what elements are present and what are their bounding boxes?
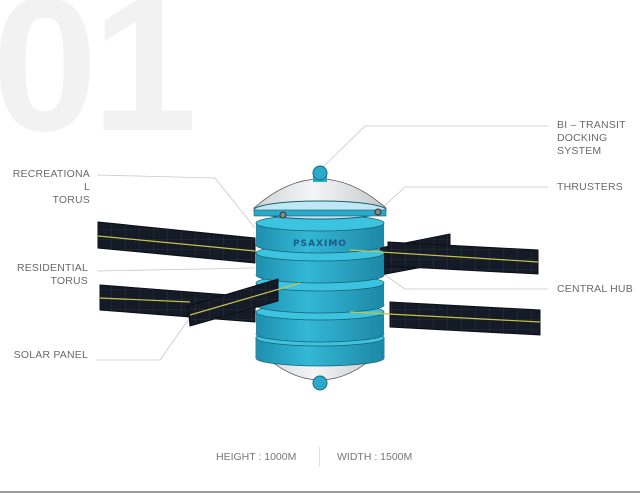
docking-port-top [312, 165, 328, 181]
label-line: TORUS [52, 194, 90, 206]
label-central-hub: CENTRAL HUB [557, 283, 633, 295]
docking-port-bottom [312, 375, 328, 391]
label-recreational-torus: RECREATIONA L TORUS [0, 168, 90, 207]
label-line: DOCKING [557, 132, 608, 144]
slide-number: 01 [0, 0, 197, 171]
bottom-rule [0, 491, 640, 493]
thruster-icon [279, 211, 287, 219]
label-line: RECREATIONA [12, 168, 90, 180]
thruster-icon [374, 208, 382, 216]
label-residential-torus: RESIDENTIAL TORUS [0, 262, 88, 288]
divider [319, 447, 320, 467]
solar-panel [97, 221, 256, 264]
leader-lines [96, 125, 548, 361]
solar-panel [387, 241, 539, 275]
label-line: SYSTEM [557, 145, 602, 157]
width-dimension: WIDTH : 1500M [337, 451, 413, 463]
brand-label: PSAXIMO [293, 239, 347, 249]
central-hub [255, 209, 385, 367]
recreational-torus [255, 214, 385, 254]
label-line: BI – TRANSIT [557, 119, 626, 131]
label-solar-panel: SOLAR PANEL [13, 349, 88, 361]
label-line: TORUS [50, 275, 88, 287]
label-docking-system: BI – TRANSIT DOCKING SYSTEM [557, 119, 626, 158]
label-line: RESIDENTIAL [16, 262, 88, 274]
height-dimension: HEIGHT : 1000M [216, 451, 297, 463]
label-line: L [83, 181, 90, 193]
label-thrusters: THRUSTERS [557, 181, 623, 193]
